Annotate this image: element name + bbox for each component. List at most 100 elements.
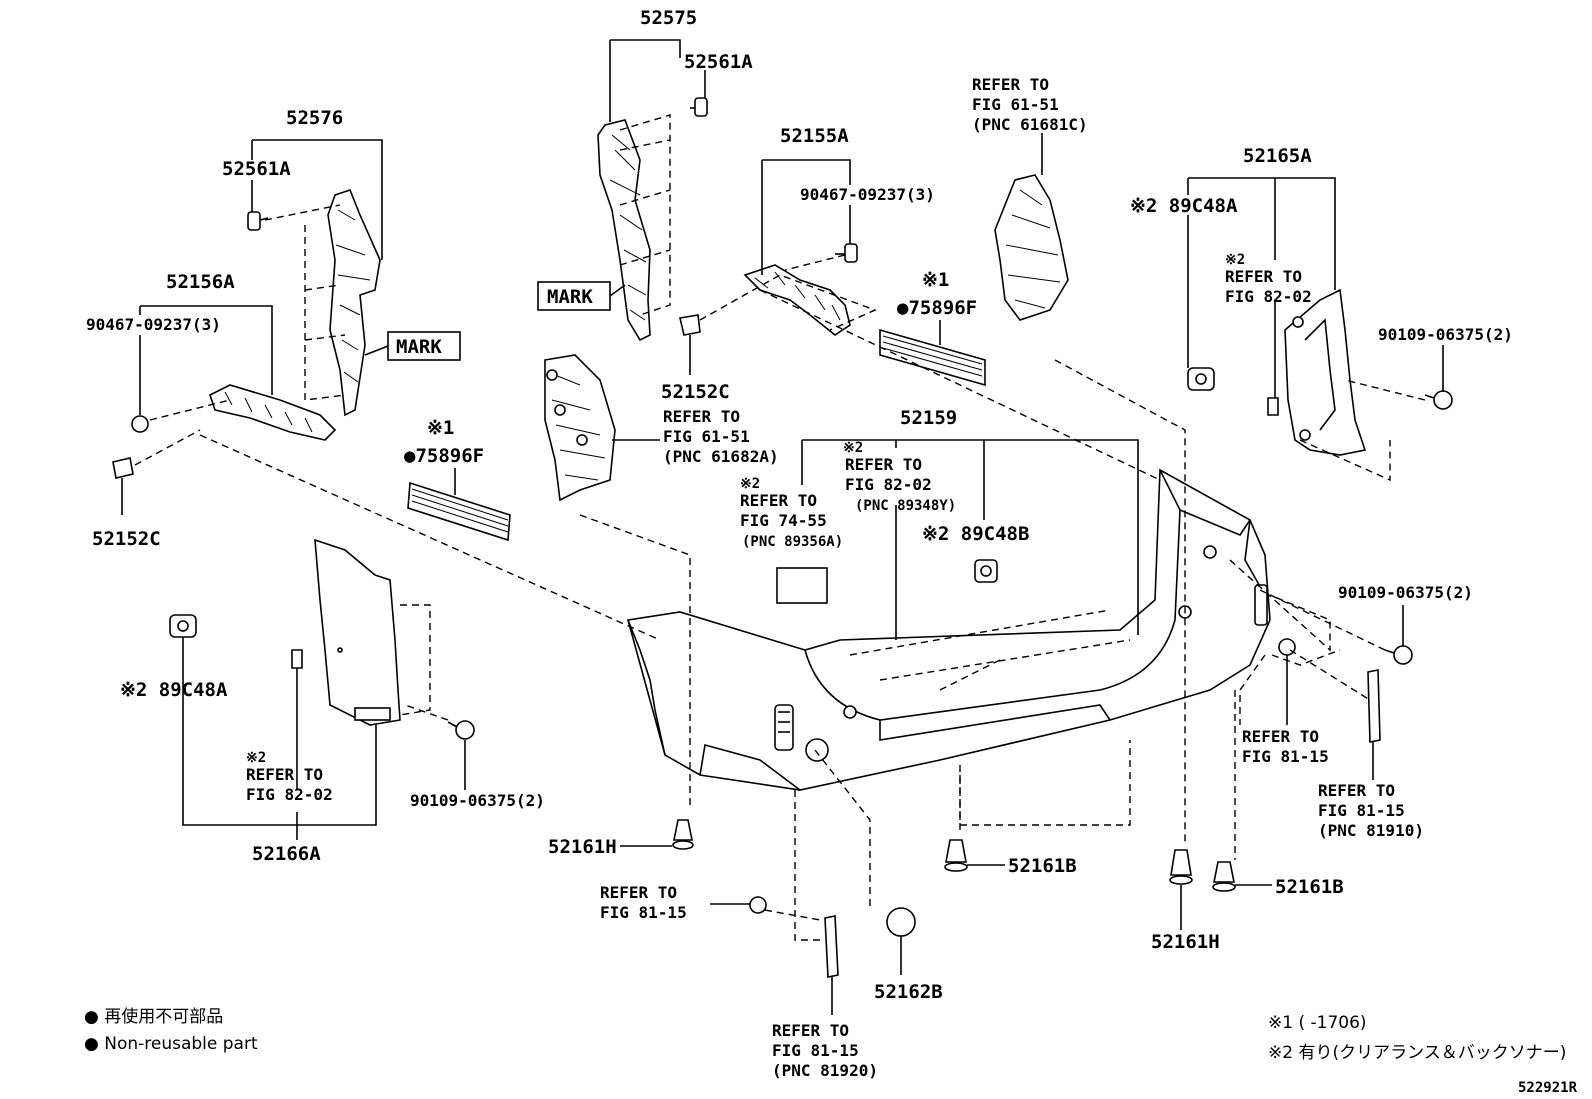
ref-89356A-line2: REFER TO	[740, 491, 817, 510]
ref-81-15-a: REFER TO FIG 81-15	[600, 883, 687, 922]
ref-81920: REFER TO FIG 81-15 (PNC 81920)	[772, 1021, 878, 1080]
ref-81910-line3: (PNC 81910)	[1318, 821, 1424, 840]
sticker-89356A	[776, 567, 828, 604]
label-52576: 52576	[286, 107, 343, 129]
retainer-52575	[597, 119, 651, 342]
rivet-52161H-right	[1169, 849, 1193, 885]
note-2: ※2 有り(クリアランス＆バックソナー)	[1268, 1043, 1566, 1063]
ref-82-02-left-line3: FIG 82-02	[246, 785, 333, 804]
ref-89348Y-line4: (PNC 89348Y)	[855, 498, 956, 514]
clip-52152C-mid	[679, 314, 701, 336]
screw-90467-mid	[835, 243, 858, 263]
clip-82-02-right	[1267, 397, 1279, 416]
screw-81-15-a	[749, 896, 767, 914]
label-90109-left: 90109-06375(2)	[410, 791, 545, 810]
rivet-52161H-left	[672, 819, 694, 850]
label-52575: 52575	[640, 7, 697, 29]
ref-89356A-line4: (PNC 89356A)	[742, 534, 843, 550]
label-52161B-mid: 52161B	[1008, 855, 1077, 877]
ref-81-15-a-line1: REFER TO	[600, 883, 677, 902]
legend-en: ● Non-reusable part	[84, 1034, 258, 1054]
label-52161H-right: 52161H	[1151, 931, 1220, 953]
reflector-81910	[1367, 669, 1381, 743]
bracket-52155A	[743, 264, 851, 336]
ref-89356A: ※2 REFER TO FIG 74-55 (PNC 89356A)	[740, 476, 843, 550]
label-52159: 52159	[900, 407, 957, 429]
legend: ● 再使用不可部品 ● Non-reusable part	[84, 1006, 258, 1054]
screw-52561A-top	[690, 97, 708, 117]
label-52152C-left: 52152C	[92, 528, 161, 550]
ref-81920-line3: (PNC 81920)	[772, 1061, 878, 1080]
nut-89C48B	[974, 559, 998, 583]
mudguard-52166A	[314, 538, 401, 726]
ref-61682A-line3: (PNC 61682A)	[663, 447, 779, 466]
ref-81-15-mid-line1: REFER TO	[1242, 727, 1319, 746]
ref-89356A-line1: ※2	[740, 476, 760, 492]
ref-82-02-right-line1: ※2	[1225, 252, 1245, 268]
ref-82-02-left-line2: REFER TO	[246, 765, 323, 784]
ref-89348Y-line1: ※2	[843, 440, 863, 456]
label-90109-right-mid: 90109-06375(2)	[1338, 583, 1473, 602]
label-75896F-mid: ●75896F	[897, 297, 977, 319]
ref-61682A-line2: FIG 61-51	[663, 427, 750, 446]
ref-81-15-mid: REFER TO FIG 81-15	[1242, 727, 1329, 766]
bolt-90109-right-top	[1424, 390, 1453, 410]
ref-81-15-mid-line2: FIG 81-15	[1242, 747, 1329, 766]
ref-81910: REFER TO FIG 81-15 (PNC 81910)	[1318, 781, 1424, 840]
ref-89348Y: ※2 REFER TO FIG 82-02 (PNC 89348Y)	[843, 440, 956, 514]
legend-jp: ● 再使用不可部品	[84, 1006, 223, 1027]
bracket-52156A	[209, 384, 337, 441]
label-89C48A-left: ※2 89C48A	[120, 679, 228, 701]
screw-90467-left	[131, 415, 149, 433]
strip-75896F-left	[407, 481, 511, 542]
ref-61681C-line3: (PNC 61681C)	[972, 115, 1088, 134]
bolt-90109-right-mid	[1384, 645, 1413, 665]
label-52166A: 52166A	[252, 843, 321, 865]
clip-82-02-left	[291, 649, 303, 669]
label-52561A-left: 52561A	[222, 158, 291, 180]
label-52165A: 52165A	[1243, 145, 1312, 167]
ref-81910-line2: FIG 81-15	[1318, 801, 1405, 820]
label-52155A: 52155A	[780, 125, 849, 147]
mudguard-52165A	[1284, 288, 1367, 456]
ref-61682A-line1: REFER TO	[663, 407, 740, 426]
side-retainer-61681C	[994, 174, 1069, 321]
mark-callout-left: MARK	[537, 281, 626, 311]
label-52561A-top: 52561A	[684, 51, 753, 73]
side-retainer-61682A	[544, 354, 616, 502]
ref-82-02-right-line2: REFER TO	[1225, 267, 1302, 286]
ref-61682A: REFER TO FIG 61-51 (PNC 61682A)	[663, 407, 779, 466]
ref-81910-line1: REFER TO	[1318, 781, 1395, 800]
rear-bumper-cover	[626, 468, 1271, 791]
plug-52162B	[886, 907, 916, 937]
ref-89348Y-line3: FIG 82-02	[845, 475, 932, 494]
label-52161B-right: 52161B	[1275, 876, 1344, 898]
notes: ※1 ( -1706) ※2 有り(クリアランス＆バックソナー)	[1268, 1013, 1566, 1063]
label-52156A: 52156A	[166, 271, 235, 293]
ref-82-02-left-line1: ※2	[246, 750, 266, 766]
nut-89C48A-right	[1187, 367, 1215, 391]
star1-left: ※1	[427, 417, 454, 439]
label-89C48A-right: ※2 89C48A	[1130, 195, 1238, 217]
label-52162B: 52162B	[874, 981, 943, 1003]
ref-61681C-line2: FIG 61-51	[972, 95, 1059, 114]
mark-callout-right: MARK	[364, 331, 461, 361]
part-labels: 52575 52561A 52576 52561A 52155A 90467-0…	[86, 7, 1578, 1096]
ref-82-02-right-line3: FIG 82-02	[1225, 287, 1312, 306]
label-90109-right-top: 90109-06375(2)	[1378, 325, 1513, 344]
note-1: ※1 ( -1706)	[1268, 1013, 1367, 1033]
ref-82-02-right: ※2 REFER TO FIG 82-02	[1225, 252, 1312, 306]
label-75896F-left: ●75896F	[404, 445, 484, 467]
nut-89C48A-left	[169, 614, 197, 638]
label-90467-mid: 90467-09237(3)	[800, 185, 935, 204]
leader-lines	[121, 39, 1444, 1015]
screw-52561A-left	[247, 211, 269, 231]
ref-61681C: REFER TO FIG 61-51 (PNC 61681C)	[972, 75, 1088, 134]
label-89C48B: ※2 89C48B	[922, 523, 1029, 545]
assembly-lines	[134, 114, 1426, 941]
bolt-90109-left	[447, 720, 475, 740]
ref-82-02-left: ※2 REFER TO FIG 82-02	[246, 750, 333, 804]
ref-89348Y-line2: REFER TO	[845, 455, 922, 474]
label-52161H-left: 52161H	[548, 836, 617, 858]
